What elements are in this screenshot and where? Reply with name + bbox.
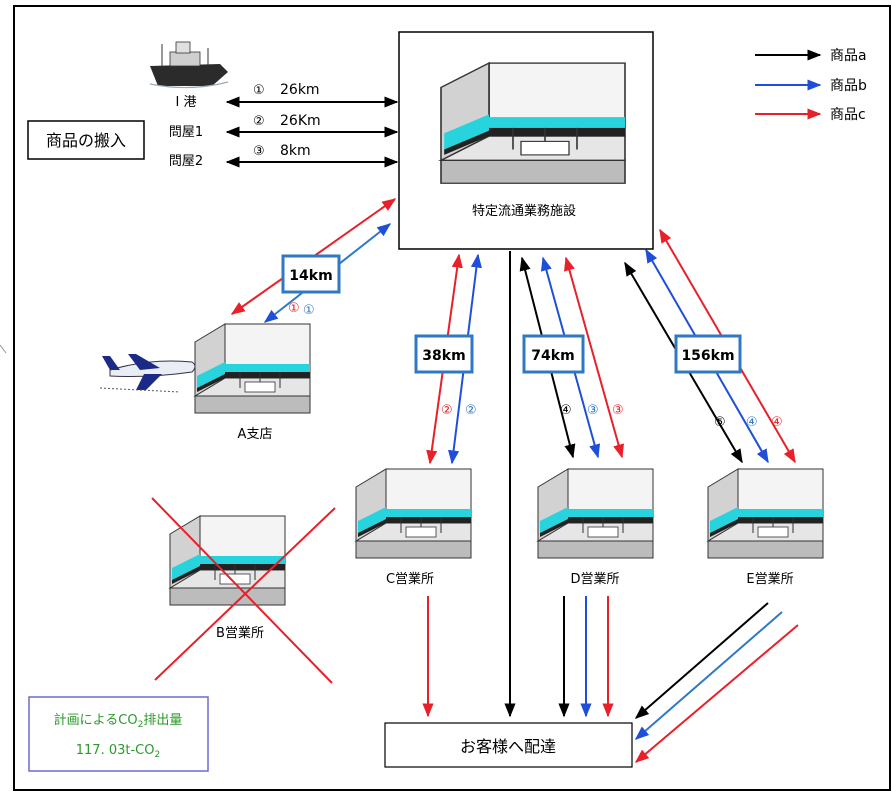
office-c-building-icon [355,468,472,559]
branch-a-building-icon [194,323,311,414]
office-b-cross-line2 [154,507,336,681]
office-d-building-icon [537,468,654,559]
inbound-title: 商品の搬入 [46,131,126,150]
source-port-distance: 26km [280,82,320,98]
office-d-num-red: ③ [612,403,624,418]
distance-box-a [281,254,341,294]
source-port-name: I 港 [176,95,197,110]
distance-a: 14km [289,268,332,284]
legend-label-c: 商品c [830,107,866,123]
office-e-delivery-blue [634,611,783,740]
facility-name: 特定流通業務施設 [472,203,576,219]
office-e-num-blue: ④ [746,415,758,430]
office-b-name: B営業所 [216,625,264,641]
distance-box-d [522,334,585,374]
office-c-name: C営業所 [386,571,434,587]
office-e-name: E営業所 [746,571,793,587]
source-wholesaler1-num: ② [253,114,265,129]
office-d-name: D営業所 [570,571,619,587]
office-c-num-blue: ② [465,403,477,418]
distance-box-e [674,334,742,374]
branch-a-name: A支店 [238,427,273,442]
ship-icon [149,41,229,89]
source-wholesaler1-distance: 26Km [280,113,321,129]
office-c-num-red: ② [441,403,453,418]
office-b-cross-line1 [151,497,333,684]
office-d-num-black: ④ [560,403,572,418]
branch-a-num-blue: ① [303,303,315,318]
source-port-num: ① [253,83,265,98]
edge-mark [0,344,7,354]
source-wholesaler2-num: ③ [253,144,265,159]
distance-box-c [414,334,474,374]
office-e-num-black: ⑤ [714,415,726,430]
co2-title: 計画によるCO2排出量 [54,712,183,730]
airplane-icon [99,354,196,393]
legend-label-b: 商品b [830,78,867,94]
co2-value: 117. 03t-CO2 [76,743,160,760]
co2-box [28,696,209,772]
source-wholesaler2-distance: 8km [280,143,311,159]
office-e-delivery-black [634,602,769,719]
distance-d: 74km [531,348,574,364]
office-d-num-blue: ③ [587,403,599,418]
office-b-building-icon [169,515,286,606]
route-d-red [564,256,624,459]
branch-a-num-red: ① [288,301,300,316]
facility-building-icon [440,62,626,185]
office-e-delivery-red [634,624,799,763]
legend-label-a: 商品a [830,48,867,64]
customer-box [384,722,633,768]
source-wholesaler2-name: 問屋2 [169,154,203,169]
office-e-num-red: ④ [771,415,783,430]
inbound-box [27,120,145,160]
distance-c: 38km [422,348,465,364]
legend: 商品a 商品b 商品c [755,48,867,123]
distance-e: 156km [681,348,734,364]
office-e-building-icon [707,468,824,559]
customer-label: お客様へ配達 [460,737,556,756]
source-wholesaler1-name: 問屋1 [169,125,203,140]
